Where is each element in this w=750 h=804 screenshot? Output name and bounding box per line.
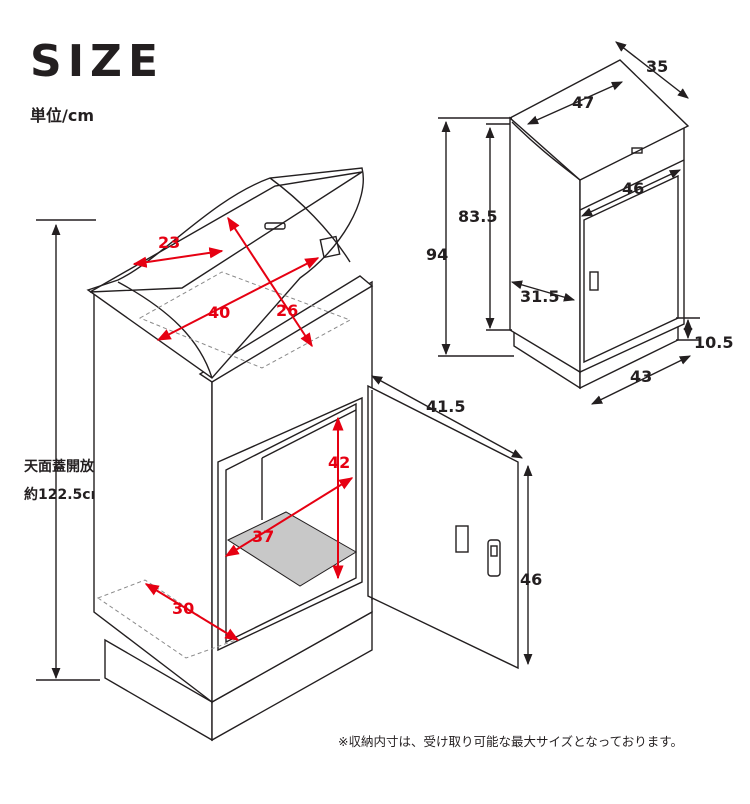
main-box-illustration xyxy=(86,167,519,742)
dim-base-height: 10.5 xyxy=(694,333,733,352)
open-height-label-line1: 天面蓋開放時 xyxy=(24,459,108,475)
dim-door-height: 46 xyxy=(520,570,542,589)
footnote: ※収納内寸は、受け取り可能な最大サイズとなっております。 xyxy=(338,734,683,749)
dim-lid-depth: 23 xyxy=(158,233,180,252)
unit-label: 単位/cm xyxy=(30,106,95,125)
dim-inner-height: 42 xyxy=(328,453,350,472)
page-title: SIZE xyxy=(30,36,165,87)
dim-top-width: 47 xyxy=(572,93,594,112)
dim-inner-depth: 30 xyxy=(172,599,194,618)
dim-lid-opening: 26 xyxy=(276,301,298,320)
dim-side-depth: 31.5 xyxy=(520,287,559,306)
dim-lid-width: 40 xyxy=(208,303,230,322)
dim-door-width: 41.5 xyxy=(426,397,465,416)
dim-total-height: 94 xyxy=(426,245,448,264)
dim-front-width: 46 xyxy=(622,179,644,198)
dim-lower-height: 83.5 xyxy=(458,207,497,226)
open-height-label-line2: 約122.5cm xyxy=(24,487,106,503)
dim-depth: 35 xyxy=(646,57,668,76)
dim-inner-width: 37 xyxy=(252,527,274,546)
small-box-illustration xyxy=(508,59,690,390)
dim-base-width: 43 xyxy=(630,367,652,386)
